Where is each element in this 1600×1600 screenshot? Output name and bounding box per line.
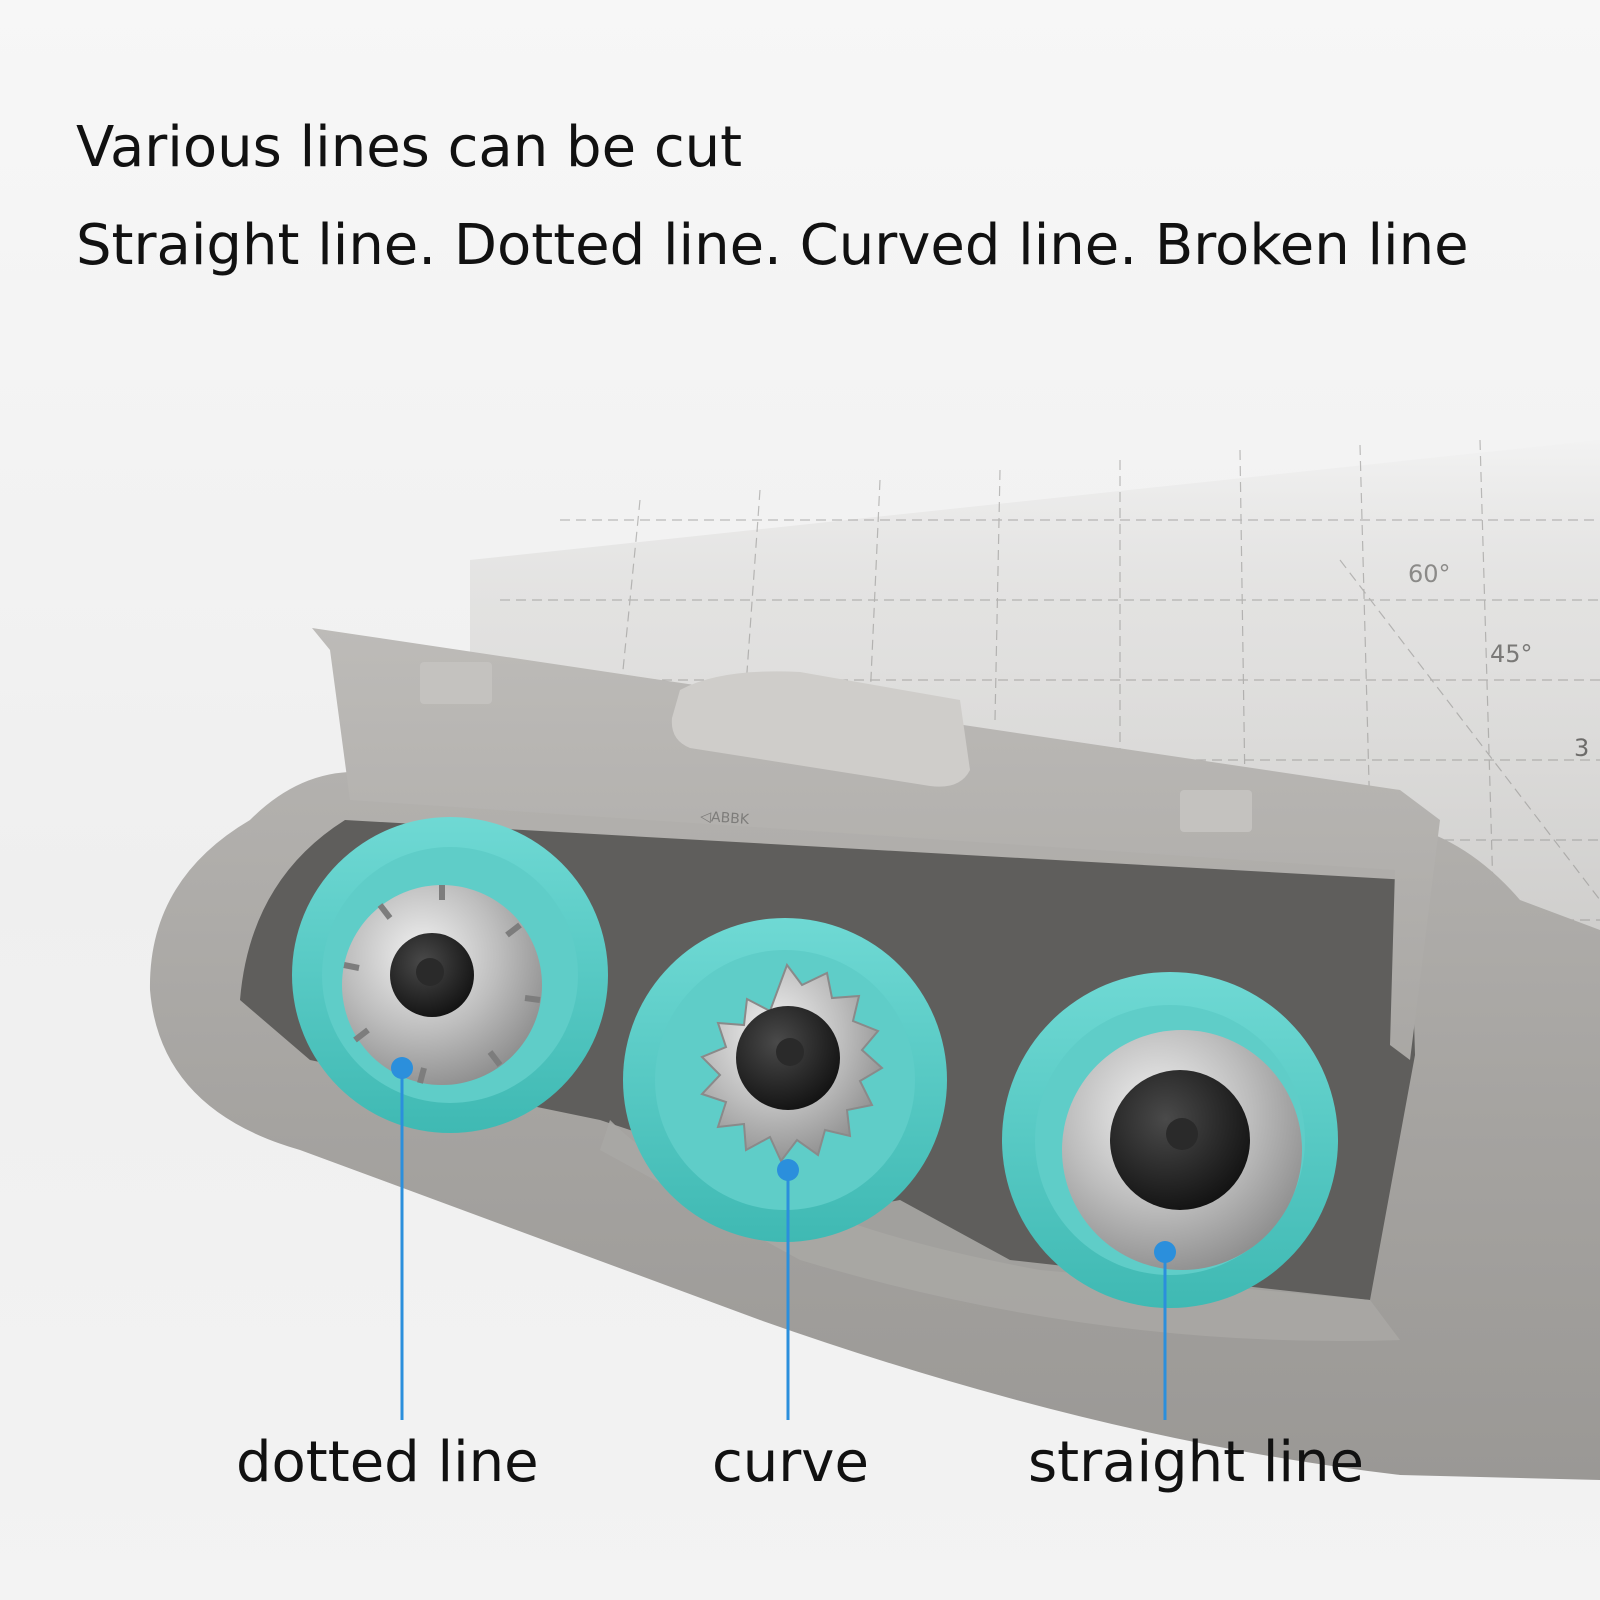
mat-angle-60: 60° (1408, 560, 1451, 588)
label-straight-line: straight line (1028, 1430, 1364, 1495)
label-curve: curve (712, 1430, 869, 1495)
mat-angle-45: 45° (1490, 640, 1533, 668)
callout-dot-dotted (391, 1057, 413, 1079)
lid-clip-right (1180, 790, 1252, 832)
lid-embossed-mark: ◁ABBK (700, 809, 751, 828)
lid-latch (671, 671, 970, 787)
label-dotted-line: dotted line (236, 1430, 539, 1495)
headline-title: Various lines can be cut (76, 115, 743, 180)
case-lid (312, 628, 1440, 1060)
mat-angle-30: 3 (1574, 734, 1589, 762)
callout-dot-straight (1154, 1241, 1176, 1263)
blade-holder-straight (1002, 972, 1338, 1308)
blade-holder-dotted (292, 817, 608, 1133)
blade-holder-curve (623, 918, 947, 1242)
callout-dot-curve (777, 1159, 799, 1181)
lid-clip-left (420, 662, 492, 704)
callout-lines (391, 1057, 1176, 1420)
headline-subtitle: Straight line. Dotted line. Curved line.… (76, 213, 1469, 278)
